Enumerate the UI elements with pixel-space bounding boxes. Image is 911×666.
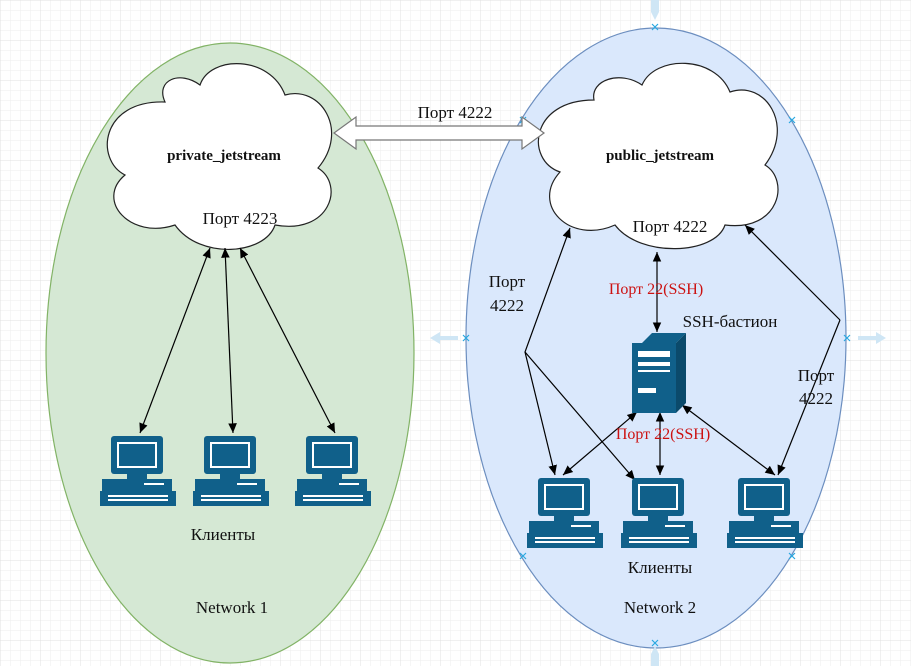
private-cloud xyxy=(106,63,333,250)
ssh-port-bottom: Порт 22(SSH) xyxy=(616,426,710,443)
left-port-line2: 4222 xyxy=(490,296,524,315)
right-port-line1: Порт xyxy=(798,366,835,385)
server-icon xyxy=(632,333,686,413)
right-port-line2: 4222 xyxy=(799,389,833,408)
network1-name: Network 1 xyxy=(196,598,268,617)
public-cloud-port: Порт 4222 xyxy=(633,217,708,236)
bastion-label: SSH-бастион xyxy=(683,312,778,331)
network2-clients-label: Клиенты xyxy=(628,558,693,577)
cloud-link-arrow xyxy=(332,115,546,151)
public-cloud-title: public_jetstream xyxy=(606,148,715,164)
private-cloud-title: private_jetstream xyxy=(167,148,281,164)
network1-connectors xyxy=(139,247,336,434)
network2-connectors xyxy=(524,224,841,481)
link-port-label: Порт 4222 xyxy=(418,103,493,122)
ssh-port-top: Порт 22(SSH) xyxy=(609,281,703,298)
left-port-line1: Порт xyxy=(489,272,526,291)
network1-clients-label: Клиенты xyxy=(191,525,256,544)
private-cloud-port: Порт 4223 xyxy=(203,209,278,228)
public-cloud xyxy=(537,62,779,250)
network2-name: Network 2 xyxy=(624,598,696,617)
